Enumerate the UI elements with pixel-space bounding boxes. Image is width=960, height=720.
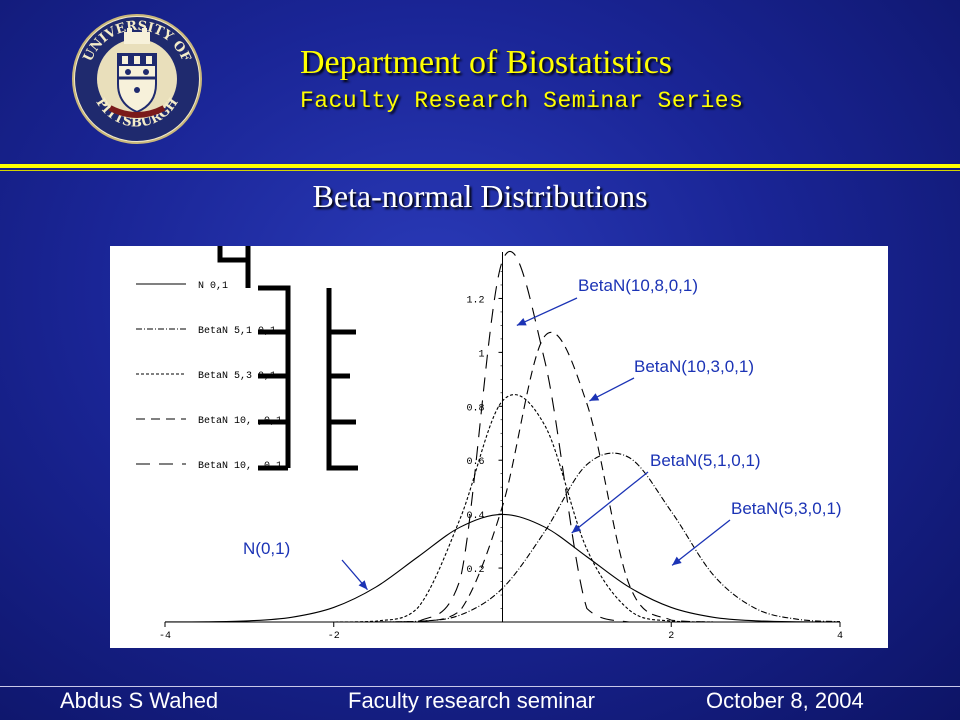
y-tick-label: 0.2 <box>466 565 484 576</box>
footer-date: October 8, 2004 <box>706 688 864 713</box>
y-tick-label: 1 <box>478 349 484 360</box>
callout-arrowhead <box>516 318 527 326</box>
footer-divider <box>0 686 960 687</box>
legend-bracket <box>258 285 291 471</box>
series-line-1 <box>165 452 841 623</box>
callout-arrowhead <box>672 556 682 566</box>
legend-entry: BetaN 5,1 0,1 <box>198 326 276 337</box>
slide-title: Beta-normal Distributions <box>312 178 648 214</box>
series-line-0 <box>164 513 841 623</box>
callout-arrowhead <box>571 524 582 534</box>
seminar-series-title: Faculty Research Seminar Series <box>300 88 744 114</box>
callout-arrow-line <box>671 519 731 566</box>
y-tick-label: 0.6 <box>466 457 484 468</box>
x-tick-label: 2 <box>668 631 674 642</box>
legend-entry: BetaN 10, ,0,1 <box>198 416 282 427</box>
y-tick-label: 0.8 <box>466 403 484 414</box>
callout-label: BetaN(10,8,0,1) <box>578 276 698 295</box>
legend-entry: BetaN 10, ,0,1 <box>198 461 282 472</box>
x-tick-label: -4 <box>159 631 171 642</box>
university-seal-logo: UNIVERSITY OF PITTSBURGH <box>72 14 202 144</box>
x-tick-label: -2 <box>328 631 340 642</box>
legend-bracket <box>217 246 251 288</box>
callout-arrowhead <box>358 580 368 590</box>
series-line-4 <box>165 251 840 623</box>
header-divider <box>0 164 960 168</box>
callout-label: BetaN(5,3,0,1) <box>731 499 842 518</box>
x-tick-label: 4 <box>837 631 843 642</box>
y-tick-label: 0.4 <box>466 511 484 522</box>
y-tick-label: 1.2 <box>466 295 484 306</box>
callout-arrow-line <box>516 297 578 326</box>
footer-author: Abdus S Wahed <box>60 688 219 713</box>
callout-label: BetaN(5,1,0,1) <box>650 451 761 470</box>
callout-arrowhead <box>589 393 600 401</box>
series-line-2 <box>165 394 840 623</box>
footer-event: Faculty research seminar <box>348 688 595 713</box>
callout-label: BetaN(10,3,0,1) <box>634 357 754 376</box>
callout-arrow-line <box>571 471 649 534</box>
callout-label: N(0,1) <box>243 539 290 558</box>
legend-bracket <box>326 288 358 471</box>
legend-entry: N 0,1 <box>198 281 228 292</box>
department-title: Department of Biostatistics <box>300 44 673 81</box>
legend-entry: BetaN 5,3 0,1 <box>198 371 276 382</box>
header-divider-thin <box>0 170 960 171</box>
